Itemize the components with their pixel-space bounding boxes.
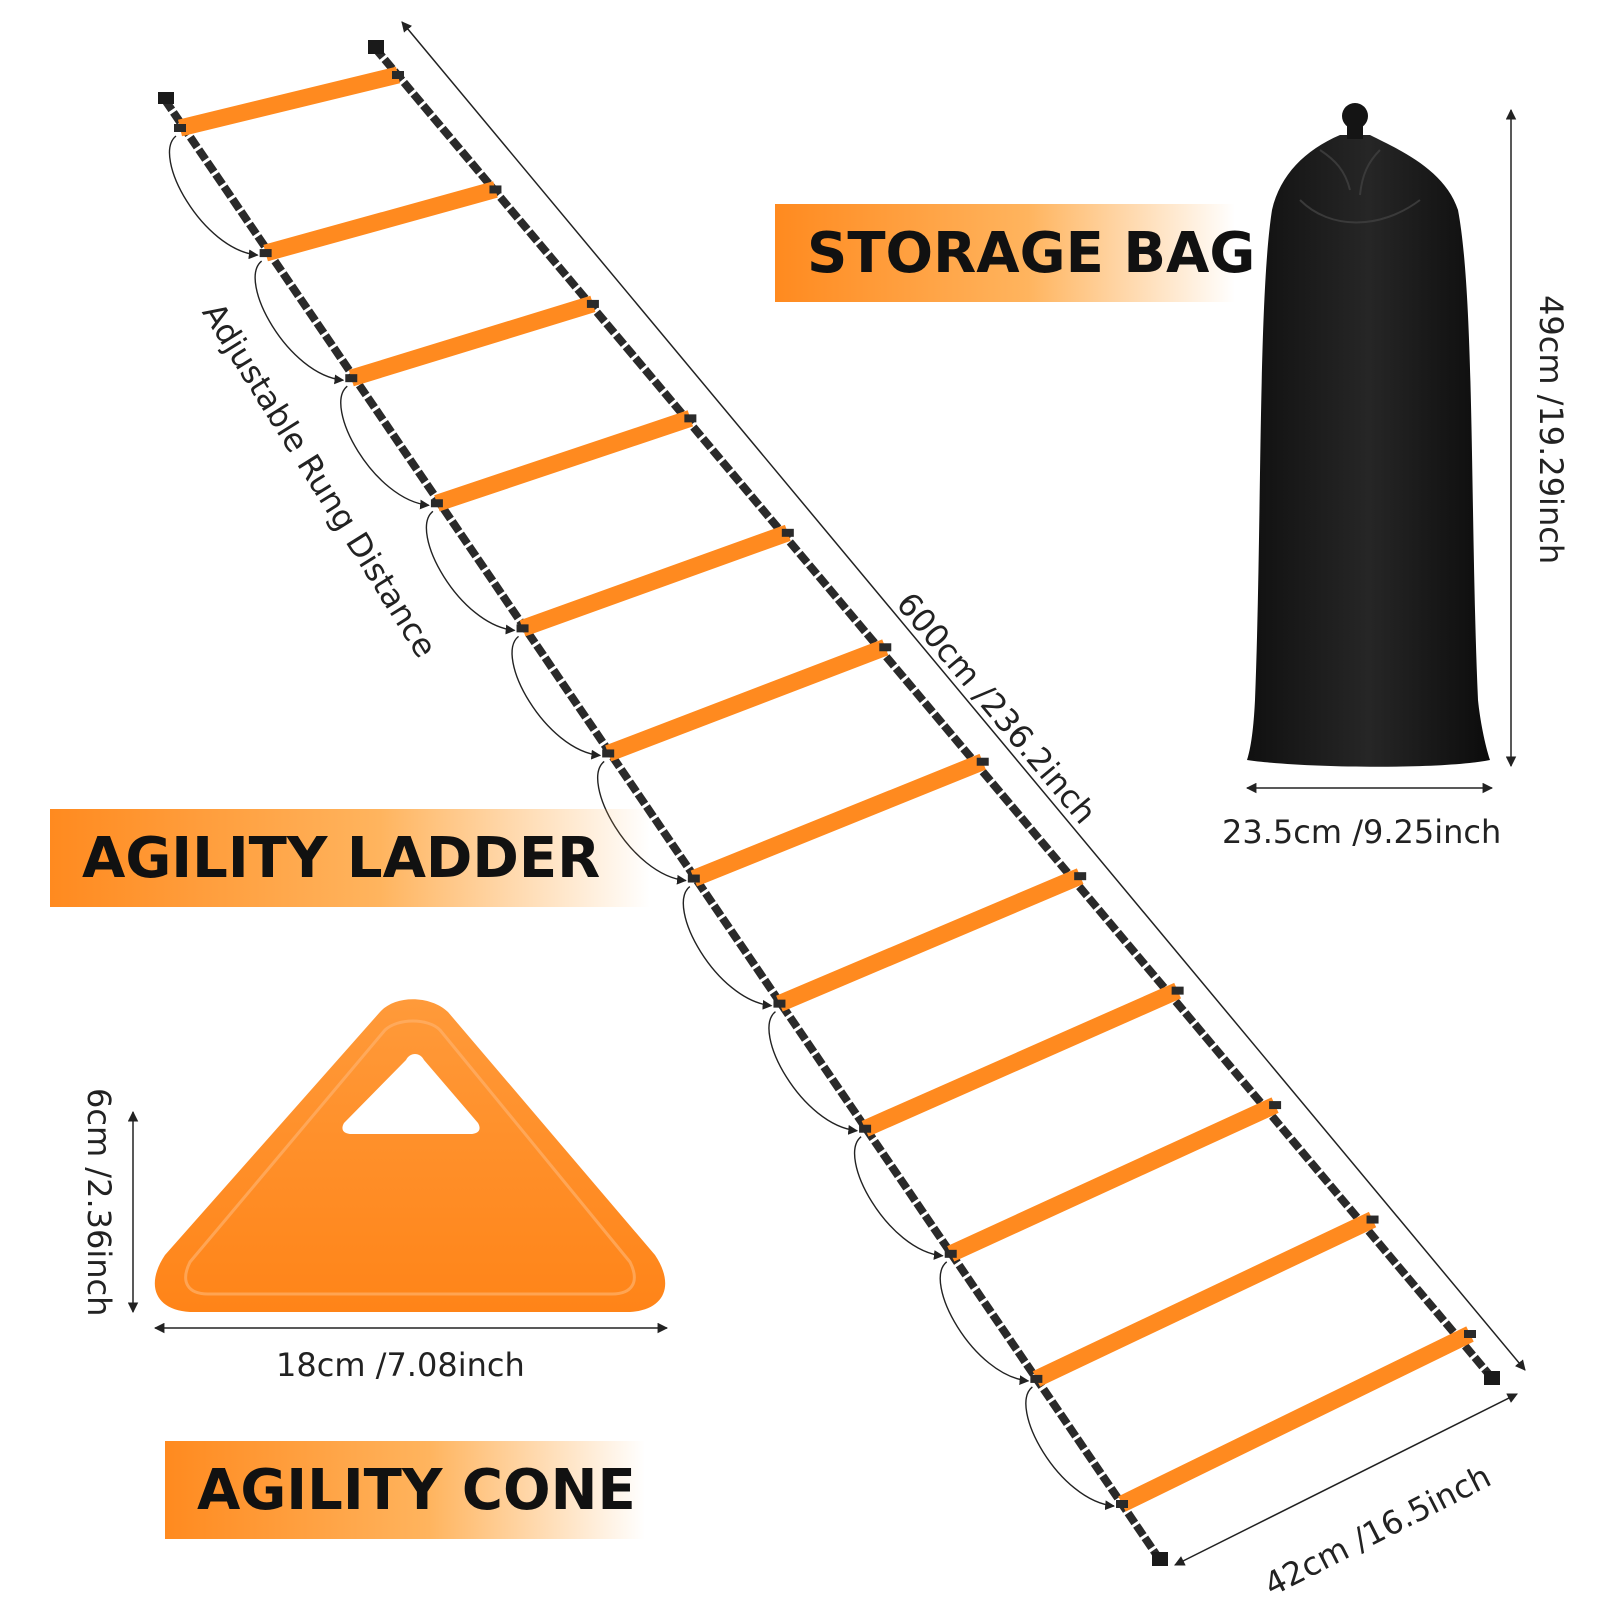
rung-clip: [1074, 872, 1087, 881]
rung-clip: [1030, 1374, 1043, 1383]
ladder-rung: [434, 410, 694, 512]
agility-ladder-banner: AGILITY LADDER: [50, 809, 650, 907]
rung-clip: [1171, 986, 1184, 995]
ladder-length-dimension-line: [401, 21, 1526, 1371]
storage-bag: [1247, 103, 1490, 767]
rung-distance-arrow: [254, 260, 345, 385]
rung-clip: [602, 749, 615, 758]
rung-distance-arrow: [425, 510, 516, 635]
rung-distance-arrow: [939, 1261, 1030, 1385]
ladder-width-dimension-line: [1174, 1393, 1518, 1566]
ladder-rung: [348, 295, 596, 387]
ladder-rung: [177, 66, 401, 137]
rung-clip: [879, 643, 892, 652]
rung-clip: [516, 624, 529, 633]
rung-clip: [773, 999, 786, 1008]
rung-clip: [687, 874, 700, 883]
agility-cone-banner: AGILITY CONE: [165, 1441, 645, 1539]
rung-clip: [1366, 1215, 1379, 1224]
rung-distance-arrow: [511, 635, 602, 760]
bag-height-label: 49cm /19.29inch: [1532, 295, 1570, 565]
rung-clip: [1116, 1500, 1128, 1508]
rung-clip: [684, 414, 697, 423]
bag-width-label: 23.5cm /9.25inch: [1222, 813, 1502, 851]
rung-distance-arrow: [1025, 1386, 1115, 1511]
strap-buckle-icon: [158, 92, 174, 104]
ladder-rung: [690, 753, 986, 887]
rung-clip: [174, 124, 186, 132]
strap-buckle-icon: [368, 40, 384, 54]
rung-distance-arrow: [340, 385, 430, 510]
rung-clip: [976, 757, 989, 766]
rung-clip: [781, 528, 794, 537]
rung-clip: [586, 299, 599, 308]
rung-clip: [392, 71, 404, 79]
rung-clip: [259, 249, 272, 258]
ladder-rung: [1032, 1211, 1377, 1387]
ladder-rung: [519, 524, 791, 637]
strap-buckle-icon: [1484, 1371, 1500, 1385]
cone-width-label: 18cm /7.08inch: [276, 1346, 525, 1384]
agility-cone-title: AGILITY CONE: [197, 1457, 636, 1523]
ladder-rung: [776, 868, 1084, 1012]
rung-clip: [1464, 1330, 1476, 1338]
cone-triangle-cutout: [342, 1054, 480, 1134]
rung-clip: [859, 1124, 872, 1133]
ladder-rung: [947, 1097, 1279, 1262]
ladder-rung: [861, 982, 1182, 1137]
storage-bag-banner: STORAGE BAG: [775, 204, 1255, 302]
cone-height-label: 6cm /2.36inch: [80, 1088, 118, 1317]
rung-distance-arrow: [854, 1136, 944, 1260]
rung-clip: [430, 499, 443, 508]
ladder-rung: [1118, 1326, 1474, 1512]
rung-clip: [944, 1249, 957, 1258]
agility-cone: [154, 999, 666, 1312]
rung-distance-arrow: [682, 885, 773, 1010]
rung-distance-arrow: [768, 1011, 859, 1135]
rung-clip: [489, 185, 502, 194]
agility-ladder-title: AGILITY LADDER: [82, 825, 601, 891]
drawstring-toggle-icon: [1342, 103, 1368, 129]
rung-clip: [345, 374, 358, 383]
rung-distance-arrow: [169, 135, 259, 260]
strap-buckle-icon: [1152, 1552, 1168, 1566]
ladder-rung: [263, 181, 498, 262]
rung-clip: [1269, 1101, 1282, 1110]
storage-bag-title: STORAGE BAG: [807, 220, 1256, 286]
ladder-rung: [605, 639, 889, 762]
